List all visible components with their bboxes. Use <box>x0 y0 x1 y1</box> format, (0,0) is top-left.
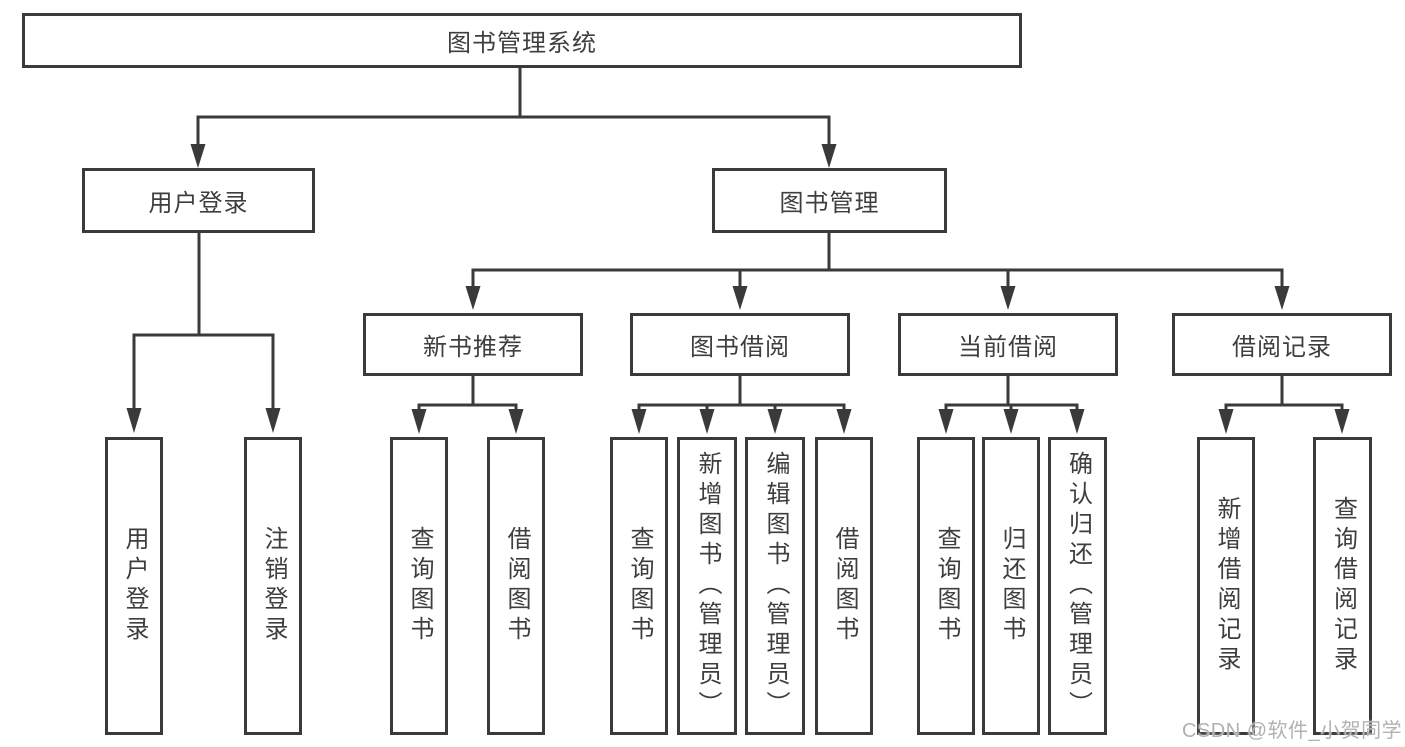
node-label: 新书推荐 <box>423 334 523 361</box>
node-label: 图书借阅 <box>690 334 790 361</box>
leaf-label: 查询图书 <box>406 526 433 646</box>
leaf-borrow-books-recommend: 借阅图书 <box>487 437 545 735</box>
leaf-edit-book-admin: 编辑图书（管理员） <box>745 437 805 735</box>
node-current-borrowing: 当前借阅 <box>898 313 1118 376</box>
leaf-label: 新增图书（管理员） <box>694 451 721 721</box>
node-label: 借阅记录 <box>1232 334 1332 361</box>
csdn-watermark: CSDN @软件_小贺同学 <box>1182 720 1403 742</box>
arrowhead <box>265 408 281 433</box>
arrowhead <box>699 409 715 434</box>
arrowhead <box>190 144 206 168</box>
node-user-login: 用户登录 <box>82 168 315 233</box>
leaf-label: 查询借阅记录 <box>1329 496 1357 676</box>
leaf-label: 注销登录 <box>260 526 287 646</box>
leaf-label: 借阅图书 <box>503 526 530 646</box>
arrowhead <box>508 409 524 434</box>
arrowhead <box>1000 286 1016 310</box>
arrowhead <box>411 409 427 434</box>
connector-book-mgmt-children <box>465 233 1290 310</box>
leaf-label: 确认归还（管理员） <box>1064 451 1092 721</box>
node-label: 图书管理 <box>779 190 880 217</box>
node-label: 图书管理系统 <box>447 30 597 57</box>
connector-new-book-children <box>411 376 524 434</box>
connector-user-login-children <box>126 233 281 433</box>
connector-current-borrow-children <box>938 376 1085 434</box>
leaf-user-login: 用户登录 <box>105 437 163 735</box>
arrowhead <box>836 409 852 434</box>
connector-borrow-records-children <box>1218 376 1350 434</box>
arrowhead <box>1218 409 1234 434</box>
leaf-query-books-recommend: 查询图书 <box>390 437 448 735</box>
leaf-borrow-books-borrowing: 借阅图书 <box>815 437 873 735</box>
leaf-label: 借阅图书 <box>831 526 858 646</box>
arrowhead <box>767 409 783 434</box>
node-book-management: 图书管理 <box>712 168 947 233</box>
arrowhead <box>732 286 748 310</box>
node-label: 当前借阅 <box>958 334 1058 361</box>
leaf-confirm-return-admin: 确认归还（管理员） <box>1048 437 1107 735</box>
leaf-label: 编辑图书（管理员） <box>762 451 789 721</box>
arrowhead <box>1274 286 1290 310</box>
leaf-add-book-admin: 新增图书（管理员） <box>677 437 737 735</box>
leaf-logout-login: 注销登录 <box>244 437 302 735</box>
arrowhead <box>938 409 954 434</box>
leaf-return-book: 归还图书 <box>982 437 1040 735</box>
leaf-label: 查询图书 <box>933 526 960 646</box>
arrowhead <box>1334 409 1350 434</box>
leaf-label: 用户登录 <box>121 526 148 646</box>
connector-book-borrow-children <box>631 376 852 434</box>
connector-root-to-level2 <box>190 68 837 168</box>
arrowhead <box>1003 409 1019 434</box>
leaf-query-books-current: 查询图书 <box>917 437 975 735</box>
leaf-query-borrow-record: 查询借阅记录 <box>1313 437 1372 735</box>
node-library-system: 图书管理系统 <box>22 13 1022 68</box>
arrowhead <box>1069 409 1085 434</box>
arrowhead <box>465 286 481 310</box>
node-book-borrowing: 图书借阅 <box>630 313 850 376</box>
leaf-add-borrow-record: 新增借阅记录 <box>1197 437 1255 735</box>
arrowhead <box>126 408 142 433</box>
arrowhead <box>631 409 647 434</box>
node-new-book-recommend: 新书推荐 <box>363 313 583 376</box>
node-borrowing-records: 借阅记录 <box>1172 313 1392 376</box>
node-label: 用户登录 <box>148 190 249 217</box>
leaf-label: 归还图书 <box>998 526 1025 646</box>
leaf-query-books-borrowing: 查询图书 <box>610 437 668 735</box>
arrowhead <box>821 144 837 168</box>
leaf-label: 新增借阅记录 <box>1213 496 1240 676</box>
leaf-label: 查询图书 <box>626 526 653 646</box>
